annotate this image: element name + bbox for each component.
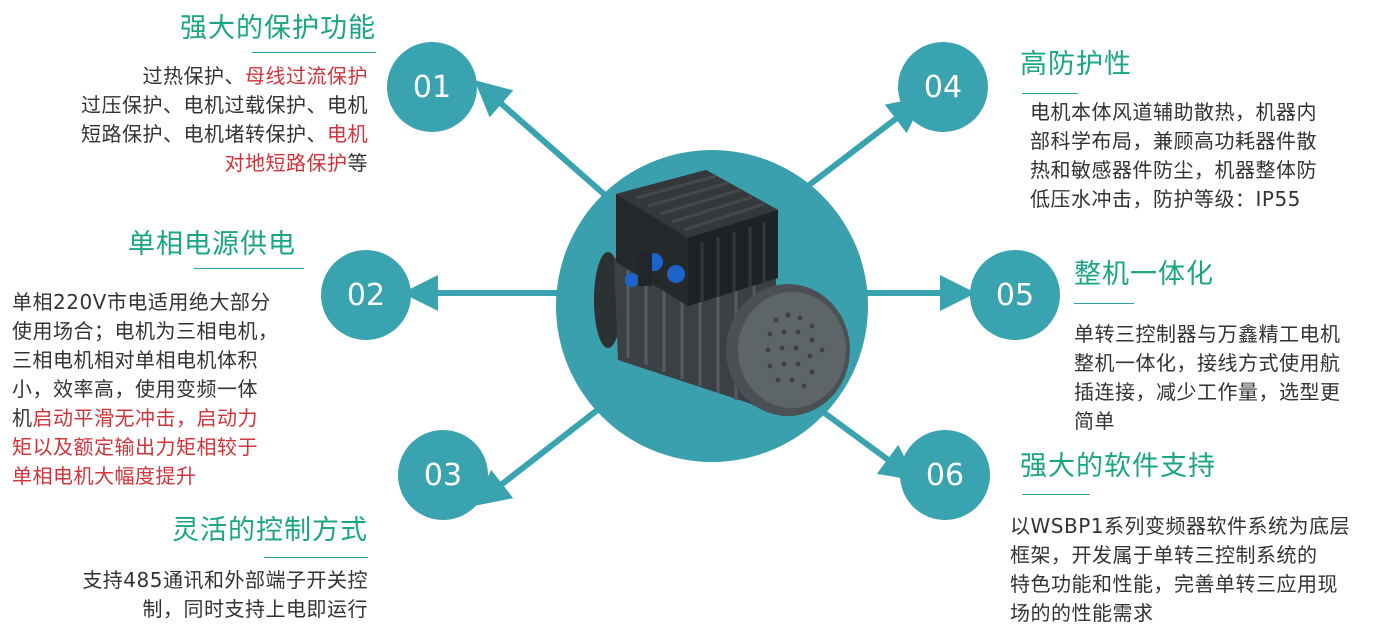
- feature-06-underline: [1022, 494, 1090, 495]
- center-circle: [556, 150, 868, 462]
- feature-03-text: 支持485通讯和外部端子开关控制，同时支持上电即运行: [20, 566, 368, 624]
- text-line: 过压保护、电机过载保护、电机: [30, 91, 368, 120]
- text-segment: 三相电机相对单相电机体积: [12, 348, 258, 372]
- text-segment: 机: [12, 406, 33, 430]
- text-line: 热和敏感器件防尘，机器整体防: [1030, 156, 1370, 185]
- badge-04: 04: [898, 42, 988, 132]
- text-line: 三相电机相对单相电机体积: [12, 346, 312, 375]
- badge-01: 01: [387, 42, 477, 132]
- feature-01-underline: [252, 52, 376, 53]
- text-line: 场的的性能需求: [1010, 599, 1380, 628]
- text-line: 插连接，减少工作量，选型更: [1074, 378, 1374, 407]
- feature-02-text: 单相220V市电适用绝大部分使用场合；电机为三相电机， 三相电机相对单相电机体积小…: [12, 288, 312, 491]
- text-segment: 短路保护、电机堵转保护、: [81, 122, 327, 146]
- badge-06: 06: [900, 430, 990, 520]
- motor-with-inverter-illustration: [594, 170, 850, 416]
- text-segment: 单转三控制器与万鑫精工电机: [1074, 322, 1341, 346]
- feature-02-title: 单相电源供电: [128, 229, 296, 260]
- text-line: 特色功能和性能，完善单转三应用现: [1010, 570, 1380, 599]
- text-segment: 特色功能和性能，完善单转三应用现: [1010, 572, 1338, 596]
- highlight-text: 启动平滑无冲击，启动力: [32, 406, 258, 430]
- text-line: 整机一体化，接线方式使用航: [1074, 349, 1374, 378]
- badge-05: 05: [970, 250, 1060, 340]
- text-segment: 框架，开发属于单转三控制系统的: [1010, 543, 1318, 567]
- feature-02-underline: [194, 268, 304, 269]
- feature-01-text: 过热保护、母线过流保护过压保护、电机过载保护、电机短路保护、电机堵转保护、电机对…: [30, 62, 368, 178]
- text-segment: 过热保护、: [142, 64, 245, 88]
- text-segment: 单相220V市电适用绝大部分: [12, 290, 271, 314]
- text-line: 矩以及额定输出力矩相较于: [12, 433, 312, 462]
- text-line: 以WSBP1系列变频器软件系统为底层: [1010, 512, 1380, 541]
- text-segment: 简单: [1074, 409, 1115, 433]
- text-line: 使用场合；电机为三相电机，: [12, 317, 312, 346]
- feature-06-title: 强大的软件支持: [1020, 451, 1216, 482]
- text-segment: 电机本体风道辅助散热，机器内: [1030, 100, 1317, 124]
- text-line: 对地短路保护等: [30, 149, 368, 178]
- text-segment: 制，同时支持上电即运行: [142, 597, 368, 621]
- text-line: 单转三控制器与万鑫精工电机: [1074, 320, 1374, 349]
- text-line: 电机本体风道辅助散热，机器内: [1030, 98, 1370, 127]
- text-segment: 整机一体化，接线方式使用航: [1074, 351, 1341, 375]
- text-line: 框架，开发属于单转三控制系统的: [1010, 541, 1380, 570]
- highlight-text: 电机: [327, 122, 368, 146]
- text-segment: 支持485通讯和外部端子开关控: [82, 568, 368, 592]
- text-line: 部科学布局，兼顾高功耗器件散: [1030, 127, 1370, 156]
- badge-02: 02: [321, 250, 411, 340]
- feature-05-underline: [1074, 303, 1134, 304]
- text-line: 机启动平滑无冲击，启动力: [12, 404, 312, 433]
- feature-06-text: 以WSBP1系列变频器软件系统为底层框架，开发属于单转三控制系统的特色功能和性能…: [1010, 512, 1380, 628]
- highlight-text: 单相电机大幅度提升: [12, 464, 197, 488]
- text-segment: 热和敏感器件防尘，机器整体防: [1030, 158, 1317, 182]
- text-segment: 过压保护、电机过载保护、电机: [81, 93, 368, 117]
- feature-03-underline: [264, 557, 368, 558]
- text-segment: 低压水冲击，防护等级：IP55: [1030, 187, 1301, 211]
- highlight-text: 母线过流保护: [245, 64, 368, 88]
- text-segment: 场的的性能需求: [1010, 601, 1154, 625]
- highlight-text: 对地短路保护: [224, 151, 348, 175]
- text-line: 过热保护、母线过流保护: [30, 62, 368, 91]
- feature-04-underline: [1022, 93, 1078, 94]
- arrow-icon: [474, 80, 607, 198]
- text-line: 小，效率高，使用变频一体: [12, 375, 312, 404]
- text-line: 简单: [1074, 407, 1374, 436]
- text-line: 单相220V市电适用绝大部分: [12, 288, 312, 317]
- text-segment: 等: [347, 151, 368, 175]
- badge-03: 03: [398, 430, 488, 520]
- text-line: 制，同时支持上电即运行: [20, 595, 368, 624]
- text-line: 低压水冲击，防护等级：IP55: [1030, 185, 1370, 214]
- feature-03-title: 灵活的控制方式: [172, 515, 368, 546]
- text-line: 支持485通讯和外部端子开关控: [20, 566, 368, 595]
- feature-04-text: 电机本体风道辅助散热，机器内部科学布局，兼顾高功耗器件散热和敏感器件防尘，机器整…: [1030, 98, 1370, 214]
- feature-05-title: 整机一体化: [1074, 259, 1214, 290]
- text-line: 单相电机大幅度提升: [12, 462, 312, 491]
- text-line: 短路保护、电机堵转保护、电机: [30, 120, 368, 149]
- text-segment: 小，效率高，使用变频一体: [12, 377, 258, 401]
- feature-04-title: 高防护性: [1020, 49, 1132, 80]
- feature-01-title: 强大的保护功能: [180, 13, 376, 44]
- text-segment: 以WSBP1系列变频器软件系统为底层: [1010, 514, 1350, 538]
- text-segment: 插连接，减少工作量，选型更: [1074, 380, 1341, 404]
- arrow-icon: [473, 405, 602, 507]
- arrow-icon: [798, 97, 925, 195]
- highlight-text: 矩以及额定输出力矩相较于: [12, 435, 258, 459]
- text-segment: 部科学布局，兼顾高功耗器件散: [1030, 129, 1317, 153]
- feature-05-text: 单转三控制器与万鑫精工电机整机一体化，接线方式使用航插连接，减少工作量，选型更简…: [1074, 320, 1374, 436]
- text-segment: 使用场合；电机为三相电机，: [12, 319, 279, 343]
